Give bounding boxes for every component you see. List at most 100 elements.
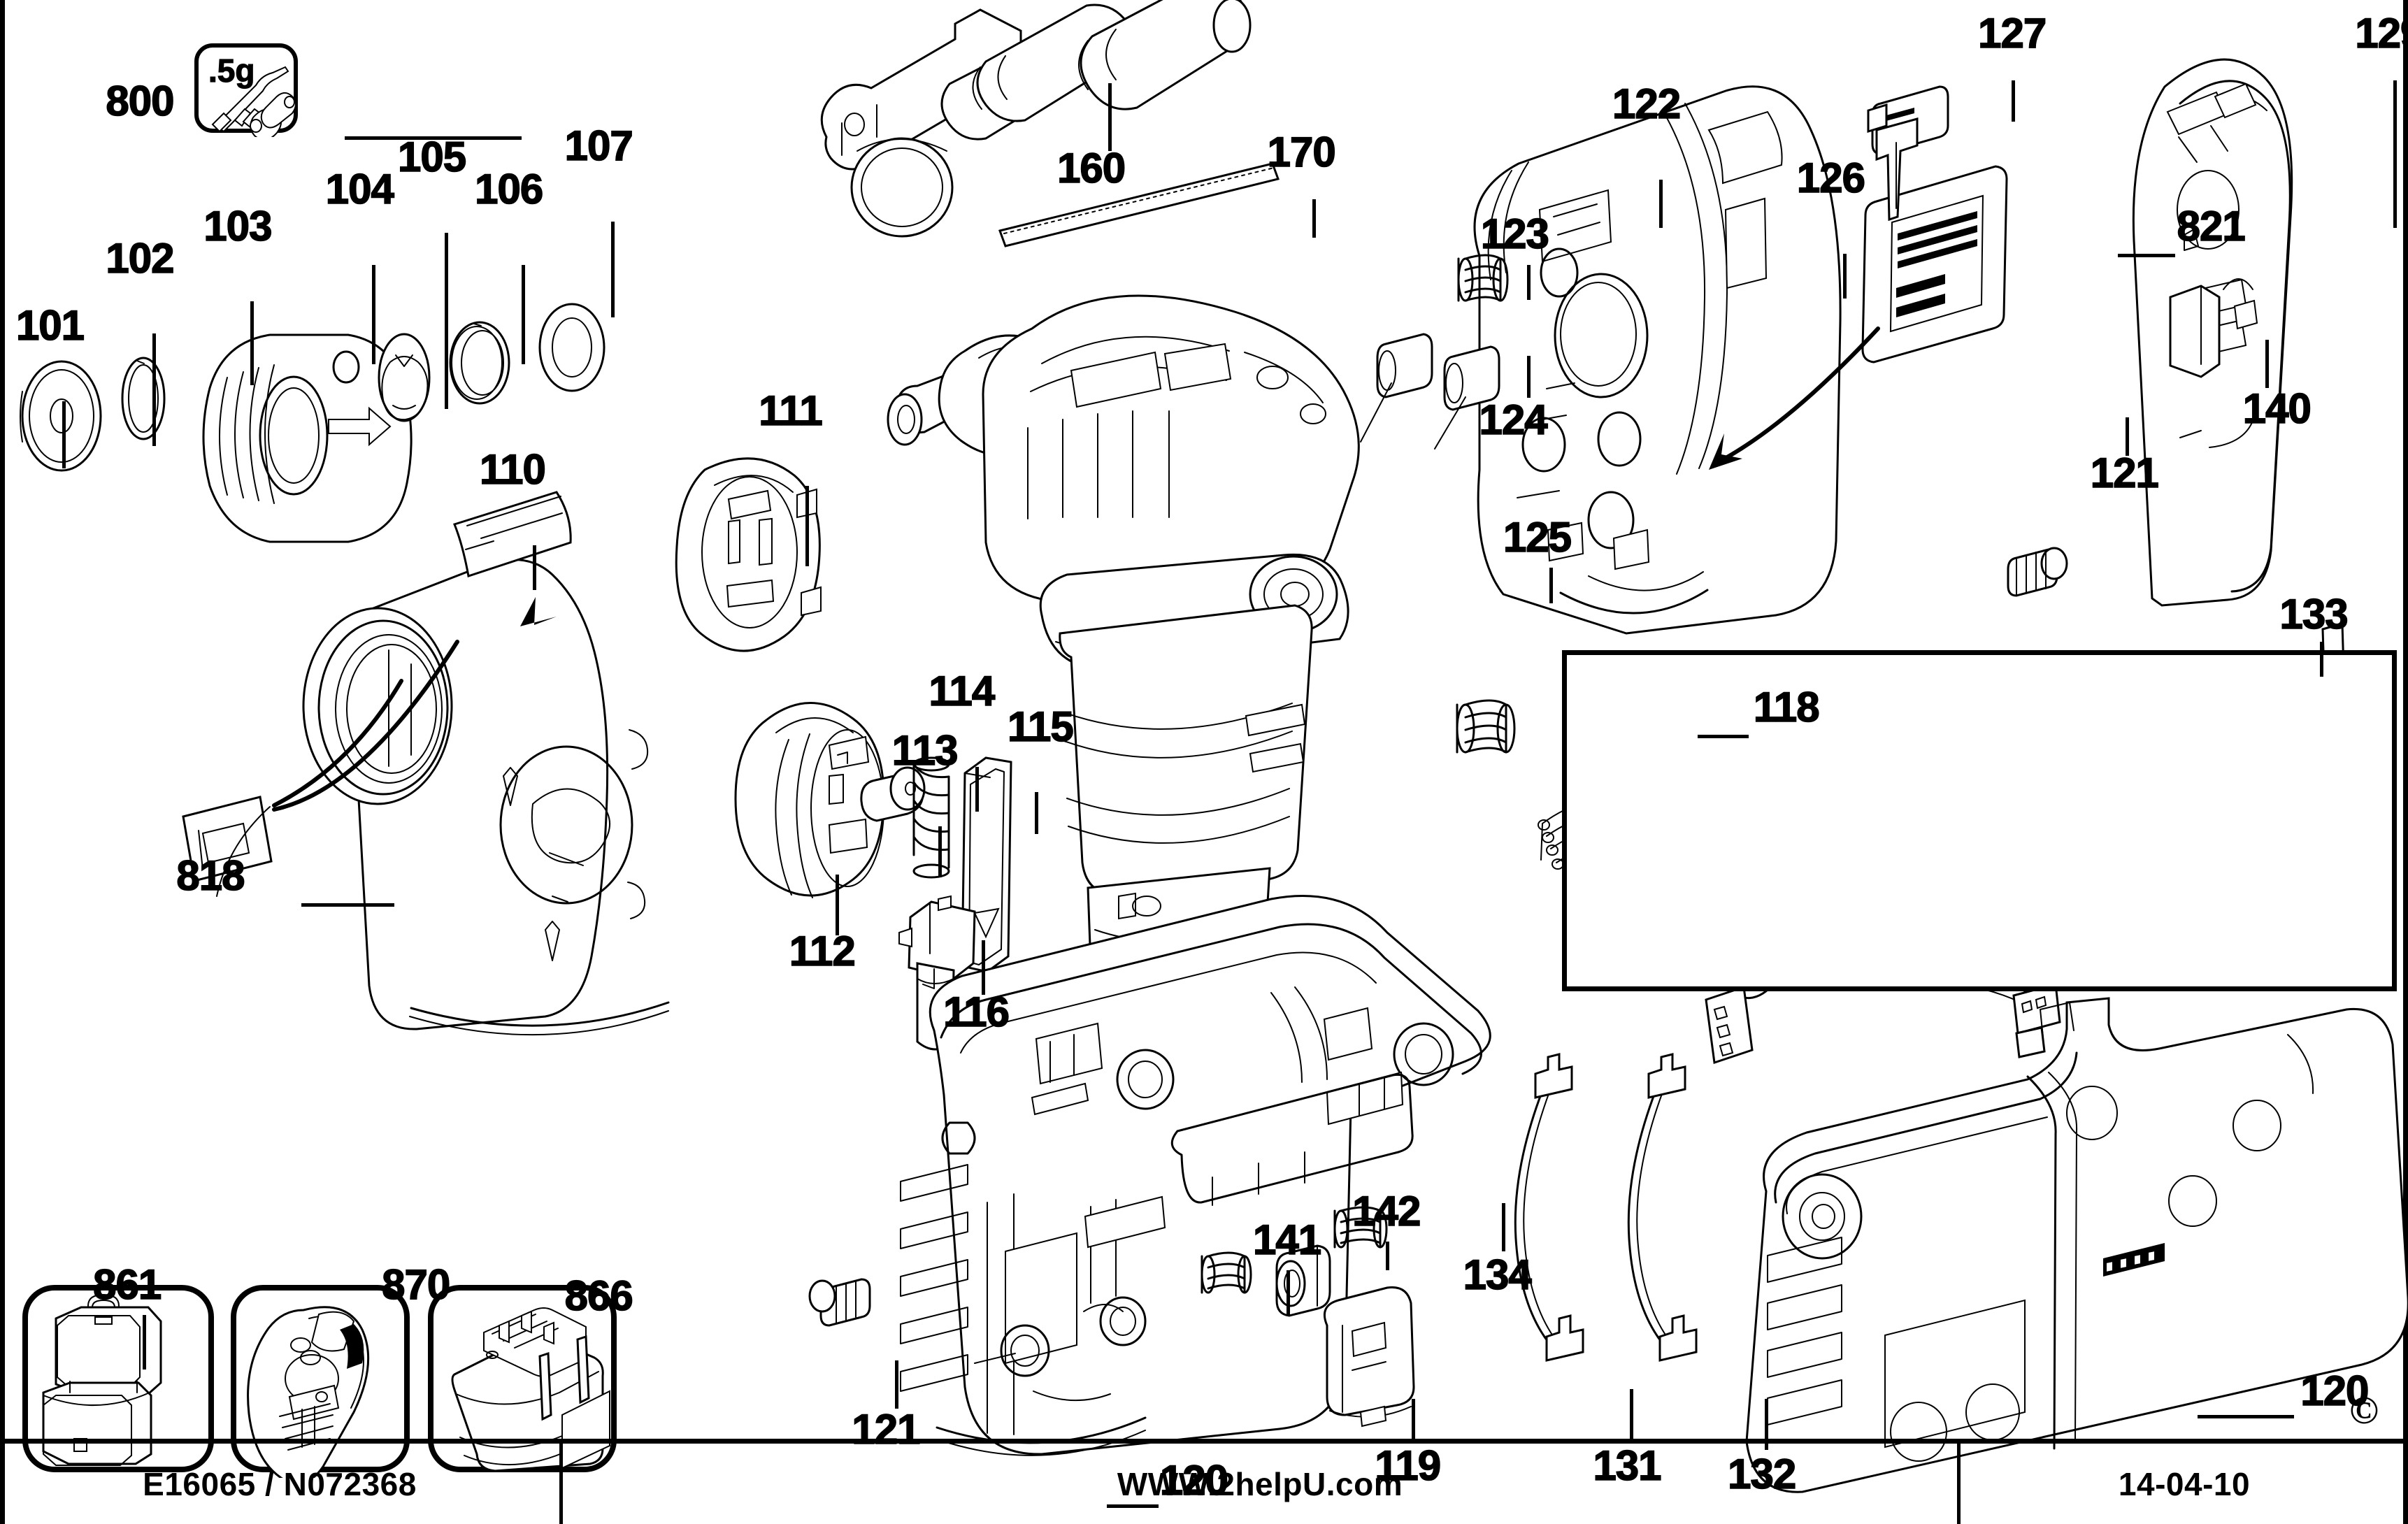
leader-line-chuck-sleeve (250, 301, 254, 385)
leader-line-battery-charger (429, 1315, 433, 1370)
part-number-gear-case-cap: 111 (759, 387, 824, 434)
part-number-motor-housing-half-left: 120 (1159, 1456, 1229, 1504)
part-art-121-bottom (810, 1279, 870, 1325)
part-art-105 (379, 334, 429, 421)
part-art-114 (914, 758, 949, 877)
harness-box-133 (1562, 650, 2397, 991)
part-number-compression-spring-123: 123 (1480, 210, 1550, 258)
frame-border-left (0, 0, 5, 1524)
leader-line-switch-lock-lever (2012, 80, 2016, 122)
part-art-107 (540, 304, 604, 391)
leader-line-gear-case-cap (805, 486, 809, 566)
leader-line-gear-case-housing (532, 545, 536, 591)
leader-line-battery-latch-clip (1412, 1398, 1416, 1444)
leader-line-o-ring-seal (521, 264, 525, 364)
part-art-121-top (2008, 548, 2067, 596)
part-art-120-left (901, 896, 1490, 1455)
part-number-handle-housing-half: 126 (1796, 154, 1866, 201)
leader-line-compression-spring-134 (1501, 1202, 1505, 1251)
leader-line-mode-selector-knob (836, 874, 840, 935)
part-number-chuck-sleeve: 103 (203, 202, 273, 250)
part-art-119 (1324, 1287, 1414, 1426)
part-art-821 (1709, 166, 2007, 470)
part-number-selector-pin: 113 (891, 726, 959, 774)
leader-line-warning-label-818 (301, 903, 395, 907)
part-number-battery-pack: 866 (564, 1272, 634, 1320)
leader-line-wiring-harness-kit (2319, 641, 2323, 677)
frame-border-right (2403, 0, 2408, 1524)
part-number-compression-spring-114: 114 (929, 668, 996, 715)
part-number-compression-spring-125: 125 (1503, 513, 1572, 561)
part-number-terminal-connector: 118 (1753, 684, 1820, 731)
leader-line-motor-housing-half-left (1107, 1504, 1159, 1509)
leader-line-flat-washer (611, 221, 615, 318)
part-art-141 (1202, 1253, 1251, 1293)
part-art-120-right (1747, 998, 2408, 1492)
part-art-140 (2170, 286, 2219, 377)
part-art-126 (1475, 87, 1840, 633)
part-number-depth-rod: 170 (1267, 129, 1337, 176)
part-number-handle-cover-right: 129 (2355, 10, 2408, 57)
part-number-tool-case: 861 (92, 1261, 162, 1309)
leader-line-battery-pack (612, 1326, 617, 1375)
part-art-131 (1515, 1054, 1583, 1360)
part-number-warning-label-818: 818 (176, 851, 246, 899)
part-art-132 (1628, 1054, 1696, 1360)
leader-line-front-washer (62, 401, 66, 468)
part-number-brush-cap-plug: 122 (1612, 80, 1682, 128)
part-number-switch-lock-lever: 127 (1977, 10, 2047, 57)
leader-line-rating-label-821 (2117, 253, 2176, 257)
leader-line-terminal-connector (1697, 734, 1749, 738)
footer-model-code: E16065 / N072368 (143, 1465, 417, 1502)
part-art-127 (1868, 87, 1948, 220)
part-number-flat-washer: 107 (564, 122, 634, 169)
leader-line-tool-case (143, 1315, 147, 1370)
leader-line-compression-spring-125 (1549, 568, 1554, 603)
leader-line-grease-packet-callout (345, 136, 522, 141)
leader-line-motor-housing-half-right (2198, 1414, 2295, 1418)
part-number-compression-spring-134: 134 (1463, 1251, 1533, 1299)
part-number-gear-case-housing: 110 (479, 446, 546, 494)
part-number-wiring-harness-kit: 133 (2279, 590, 2349, 638)
part-number-battery-charger: 870 (381, 1261, 451, 1309)
grease-weight-label: .5g (208, 52, 255, 89)
part-number-ball-bearing: 104 (325, 165, 395, 213)
part-number-brush-sleeve-pair: 124 (1479, 396, 1549, 444)
part-art-110 (303, 492, 668, 1035)
leader-line-brush-cap-plug (1658, 179, 1663, 228)
part-number-screw-121-top: 121 (2090, 450, 2160, 497)
part-number-o-ring-seal: 106 (474, 165, 544, 213)
part-number-wire-lead-131: 131 (1593, 1442, 1663, 1490)
part-art-102 (122, 358, 164, 439)
leader-line-screw-121-bottom (895, 1360, 899, 1409)
part-number-front-washer: 101 (15, 301, 85, 349)
part-number-compression-spring-141: 141 (1252, 1216, 1322, 1263)
leader-line-compression-spring-123 (1527, 264, 1531, 301)
leader-line-carbon-brush (2265, 340, 2269, 389)
part-art-101 (20, 361, 101, 470)
leader-line-handle-housing-half (1843, 253, 1847, 299)
part-number-grease-packet-callout: 800 (106, 77, 175, 124)
leader-line-compression-spring-114 (975, 766, 980, 812)
leader-line-side-handle-assembly (1108, 83, 1112, 151)
part-art-111 (676, 459, 821, 651)
part-number-spring-bushing: 142 (1352, 1187, 1421, 1235)
footer-date: 14-04-10 (2118, 1465, 2251, 1502)
part-art-104 (334, 352, 359, 382)
part-art-125 (1457, 700, 1514, 752)
part-number-wire-lead-132: 132 (1727, 1450, 1797, 1497)
leader-line-spring-bushing (1386, 1241, 1390, 1271)
leader-line-retaining-washer (444, 232, 448, 410)
leader-line-forward-reverse-lever (1034, 792, 1038, 835)
copyright-symbol: © (2349, 1389, 2379, 1432)
leader-line-depth-rod (1312, 199, 1316, 238)
footer-website[interactable]: WWW.2helpU.com (559, 1444, 1961, 1524)
leader-line-brush-sleeve-pair (1527, 356, 1531, 398)
grease-packet-box: .5g (194, 43, 298, 137)
leader-line-mode-switch-actuator (982, 940, 986, 995)
part-number-mode-selector-knob: 112 (789, 927, 856, 975)
leader-line-wire-lead-132 (1764, 1398, 1768, 1451)
leader-line-selector-pin (938, 826, 943, 878)
leader-line-ball-bearing (372, 264, 376, 364)
